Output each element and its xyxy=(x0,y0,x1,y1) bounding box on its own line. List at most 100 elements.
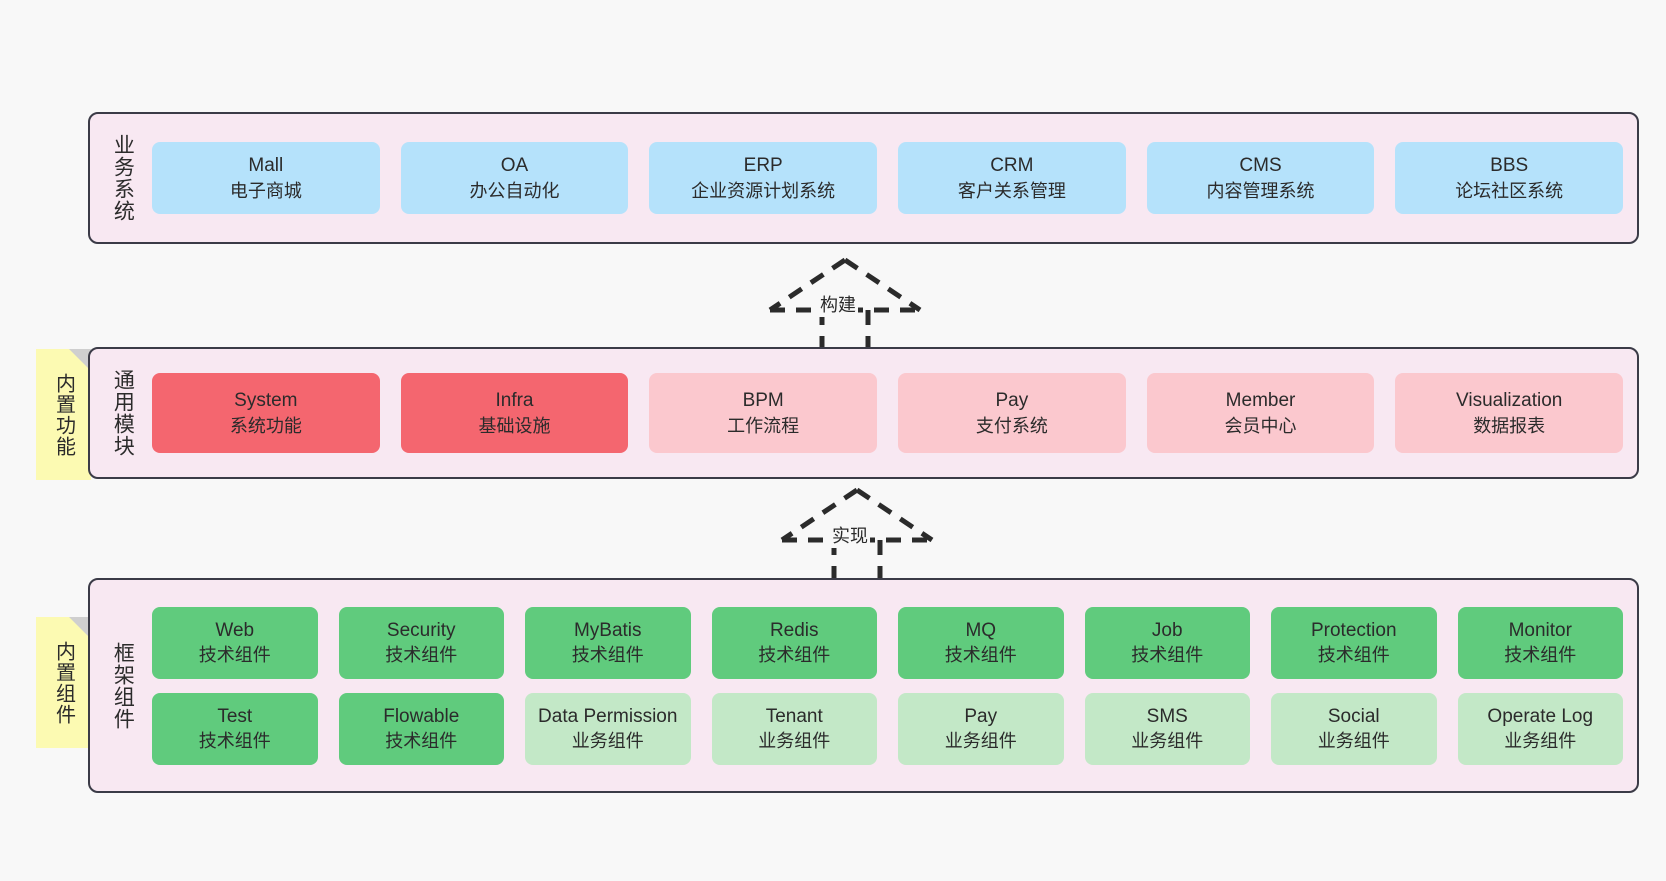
card-subtitle: 技术组件 xyxy=(198,731,271,752)
card-bbs[interactable]: BBS 论坛社区系统 xyxy=(1395,142,1624,214)
card-subtitle: 业务组件 xyxy=(1317,731,1390,752)
card-title: Test xyxy=(217,705,253,727)
card-row: Mall 电子商城 OA 办公自动化 ERP 企业资源计划系统 CRM 客户关系… xyxy=(152,142,1624,214)
card-title: Web xyxy=(215,619,255,641)
layer-framework-components: 框架组件 Web 技术组件 Security 技术组件 MyBatis 技术组件… xyxy=(88,578,1639,793)
layer-body-common-modules: System 系统功能 Infra 基础设施 BPM 工作流程 Pay 支付系统… xyxy=(142,349,1637,477)
card-subtitle: 业务组件 xyxy=(944,731,1017,752)
card-title: MQ xyxy=(965,619,997,641)
card-subtitle: 论坛社区系统 xyxy=(1455,180,1564,201)
card-subtitle: 业务组件 xyxy=(1504,731,1577,752)
card-subtitle: 支付系统 xyxy=(975,415,1048,436)
note-label: 内置功能 xyxy=(52,372,75,457)
card-bpm[interactable]: BPM 工作流程 xyxy=(649,373,878,453)
card-pay-module[interactable]: Pay 支付系统 xyxy=(898,373,1126,453)
layer-business-systems: 业务系统 Mall 电子商城 OA 办公自动化 ERP 企业资源计划系统 CRM… xyxy=(88,112,1639,244)
card-subtitle: 业务组件 xyxy=(571,731,644,752)
card-title: Social xyxy=(1327,705,1380,727)
card-subtitle: 技术组件 xyxy=(1131,645,1204,666)
card-web[interactable]: Web 技术组件 xyxy=(152,606,318,679)
card-social[interactable]: Social 业务组件 xyxy=(1271,692,1437,765)
layer-body-framework-components: Web 技术组件 Security 技术组件 MyBatis 技术组件 Redi… xyxy=(142,580,1637,791)
card-title: Tenant xyxy=(765,705,823,727)
card-mq[interactable]: MQ 技术组件 xyxy=(898,606,1064,679)
card-title: Member xyxy=(1225,390,1296,412)
card-subtitle: 内容管理系统 xyxy=(1206,180,1315,201)
card-subtitle: 技术组件 xyxy=(385,731,458,752)
card-title: Mall xyxy=(248,155,284,177)
card-title: System xyxy=(234,390,298,412)
card-subtitle: 企业资源计划系统 xyxy=(691,180,836,201)
card-member[interactable]: Member 会员中心 xyxy=(1146,373,1375,453)
card-cms[interactable]: CMS 内容管理系统 xyxy=(1146,142,1375,214)
card-title: SMS xyxy=(1146,705,1188,727)
card-subtitle: 办公自动化 xyxy=(469,180,560,201)
card-protection[interactable]: Protection 技术组件 xyxy=(1271,606,1437,679)
card-subtitle: 技术组件 xyxy=(1504,645,1577,666)
card-title: Pay xyxy=(995,390,1029,412)
layer-title-common-modules: 通用模块 xyxy=(111,369,135,457)
card-subtitle: 技术组件 xyxy=(198,645,271,666)
card-title: Job xyxy=(1151,619,1183,641)
card-title: CRM xyxy=(990,155,1034,177)
card-tenant[interactable]: Tenant 业务组件 xyxy=(711,692,877,765)
card-subtitle: 业务组件 xyxy=(1131,731,1204,752)
card-row: Web 技术组件 Security 技术组件 MyBatis 技术组件 Redi… xyxy=(152,606,1623,679)
card-subtitle: 业务组件 xyxy=(758,731,831,752)
card-mybatis[interactable]: MyBatis 技术组件 xyxy=(525,606,691,679)
layer-body-business-systems: Mall 电子商城 OA 办公自动化 ERP 企业资源计划系统 CRM 客户关系… xyxy=(142,114,1637,242)
card-erp[interactable]: ERP 企业资源计划系统 xyxy=(649,142,878,214)
card-subtitle: 技术组件 xyxy=(385,645,458,666)
card-title: Redis xyxy=(769,619,819,641)
card-infra[interactable]: Infra 基础设施 xyxy=(400,373,629,453)
card-flowable[interactable]: Flowable 技术组件 xyxy=(338,692,504,765)
card-title: BBS xyxy=(1490,155,1529,177)
card-title: MyBatis xyxy=(573,619,642,641)
connector-implement-label: 实现 xyxy=(830,522,870,548)
card-title: CMS xyxy=(1239,155,1282,177)
card-data-permission[interactable]: Data Permission 业务组件 xyxy=(525,692,691,765)
card-title: OA xyxy=(500,155,529,177)
card-title: Flowable xyxy=(383,705,460,727)
connector-build-label: 构建 xyxy=(818,291,858,317)
note-builtin-features: 内置功能 xyxy=(36,349,91,480)
card-title: Visualization xyxy=(1456,390,1563,412)
card-title: Protection xyxy=(1310,619,1397,641)
note-builtin-components: 内置组件 xyxy=(36,617,91,748)
card-title: ERP xyxy=(743,155,783,177)
card-mall[interactable]: Mall 电子商城 xyxy=(152,142,380,214)
card-subtitle: 系统功能 xyxy=(229,415,302,436)
card-subtitle: 会员中心 xyxy=(1224,415,1297,436)
card-title: Data Permission xyxy=(538,705,678,727)
card-subtitle: 客户关系管理 xyxy=(957,180,1066,201)
card-visualization[interactable]: Visualization 数据报表 xyxy=(1395,373,1624,453)
card-title: BPM xyxy=(742,390,784,412)
card-pay-component[interactable]: Pay 业务组件 xyxy=(898,692,1064,765)
card-security[interactable]: Security 技术组件 xyxy=(338,606,504,679)
card-title: Monitor xyxy=(1508,619,1572,641)
card-oa[interactable]: OA 办公自动化 xyxy=(400,142,629,214)
layer-title-business-systems: 业务系统 xyxy=(111,134,135,222)
card-subtitle: 数据报表 xyxy=(1473,415,1546,436)
card-subtitle: 技术组件 xyxy=(758,645,831,666)
note-label: 内置组件 xyxy=(52,640,75,725)
card-subtitle: 技术组件 xyxy=(944,645,1017,666)
card-system[interactable]: System 系统功能 xyxy=(152,373,380,453)
layer-title-framework-components: 框架组件 xyxy=(111,641,135,730)
card-redis[interactable]: Redis 技术组件 xyxy=(711,606,877,679)
card-job[interactable]: Job 技术组件 xyxy=(1084,606,1250,679)
card-subtitle: 技术组件 xyxy=(1317,645,1390,666)
card-title: Security xyxy=(386,619,456,641)
card-title: Infra xyxy=(495,390,534,412)
card-subtitle: 工作流程 xyxy=(727,415,800,436)
card-operate-log[interactable]: Operate Log 业务组件 xyxy=(1457,692,1623,765)
card-subtitle: 电子商城 xyxy=(229,180,302,201)
card-monitor[interactable]: Monitor 技术组件 xyxy=(1457,606,1623,679)
card-sms[interactable]: SMS 业务组件 xyxy=(1084,692,1250,765)
card-test[interactable]: Test 技术组件 xyxy=(152,692,318,765)
card-row: System 系统功能 Infra 基础设施 BPM 工作流程 Pay 支付系统… xyxy=(152,373,1624,453)
card-row: Test 技术组件 Flowable 技术组件 Data Permission … xyxy=(152,692,1623,765)
layer-common-modules: 通用模块 System 系统功能 Infra 基础设施 BPM 工作流程 Pay… xyxy=(88,347,1639,479)
card-crm[interactable]: CRM 客户关系管理 xyxy=(898,142,1126,214)
